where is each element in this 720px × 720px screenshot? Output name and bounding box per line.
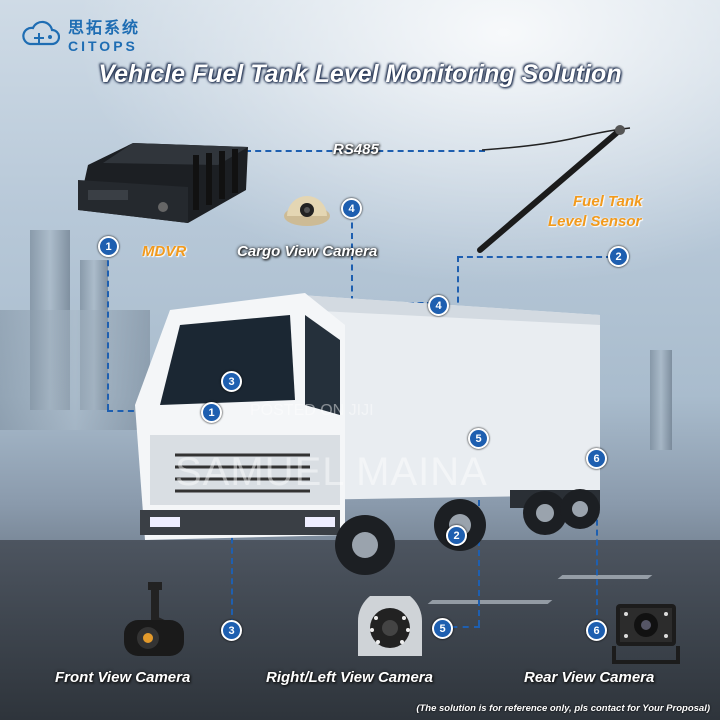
line-6-vertical xyxy=(596,460,598,625)
marker-1-top: 1 xyxy=(98,236,119,257)
truck-illustration xyxy=(135,293,600,575)
background-tower xyxy=(650,350,672,450)
brand-logo: 思拓系统 CITOPS xyxy=(20,14,140,54)
background-tower xyxy=(0,310,150,430)
page-title: Vehicle Fuel Tank Level Monitoring Solut… xyxy=(98,60,622,88)
fuel-sensor-device xyxy=(477,125,625,253)
rs485-label: RS485 xyxy=(333,141,379,158)
cargo-camera-device xyxy=(284,196,330,226)
brand-name-cn: 思拓系统 xyxy=(68,20,141,37)
marker-5-bottom: 5 xyxy=(432,618,453,639)
brand-name-en: CITOPS xyxy=(68,38,138,54)
line-1-vertical xyxy=(107,250,109,410)
mdvr-device xyxy=(78,143,248,223)
marker-5-top: 5 xyxy=(468,428,489,449)
marker-3-bottom: 3 xyxy=(221,620,242,641)
cloud-logo-icon xyxy=(22,20,60,46)
line-4-vertical xyxy=(351,212,353,302)
rs485-link-line xyxy=(245,150,485,152)
rear-camera-label: Rear View Camera xyxy=(524,669,655,686)
watermark-line-2: SAMUEL MAINA xyxy=(175,450,488,494)
mdvr-label: MDVR xyxy=(142,243,187,260)
marker-3-top: 3 xyxy=(221,371,242,392)
sensor-cable xyxy=(481,127,631,151)
rear-camera-device xyxy=(612,604,680,664)
side-camera-device xyxy=(358,596,422,656)
side-camera-label: Right/Left View Camera xyxy=(266,669,433,686)
marker-6-top: 6 xyxy=(586,448,607,469)
cargo-camera-label: Cargo View Camera xyxy=(237,243,378,260)
marker-4-top: 4 xyxy=(341,198,362,219)
marker-2-tank: 2 xyxy=(446,525,467,546)
front-camera-label: Front View Camera xyxy=(55,669,191,686)
fuel-sensor-label-line-1: Fuel Tank xyxy=(573,193,643,210)
marker-2-sensor: 2 xyxy=(608,246,629,267)
disclaimer-note: (The solution is for reference only, pls… xyxy=(416,703,710,714)
road-marking xyxy=(427,600,553,604)
watermark-line-1: POSTED ON JIJI xyxy=(250,402,374,419)
fuel-sensor-label-line-2: Level Sensor xyxy=(548,213,642,230)
marker-1-truck: 1 xyxy=(201,402,222,423)
line-5-horizontal xyxy=(440,626,480,628)
marker-4-trailer: 4 xyxy=(428,295,449,316)
line-2-horizontal xyxy=(457,256,612,258)
front-camera-device xyxy=(124,582,184,656)
marker-6-bottom: 6 xyxy=(586,620,607,641)
